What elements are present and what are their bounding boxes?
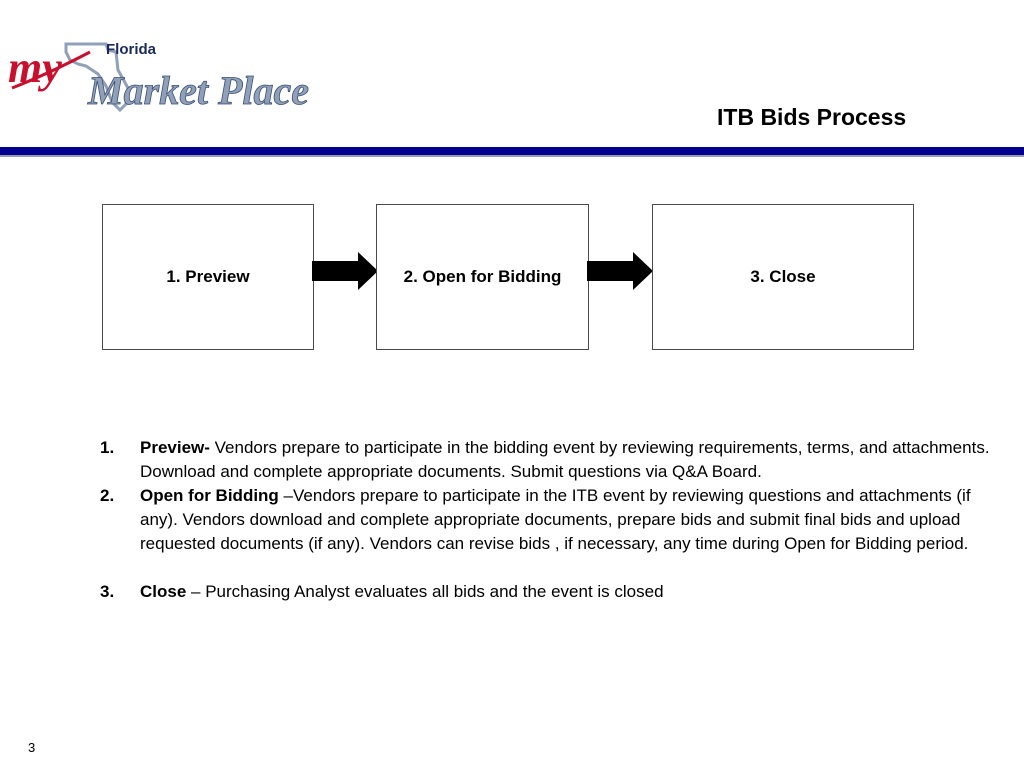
step-box-preview: 1. Preview (102, 204, 314, 350)
description-term: Open for Bidding (140, 486, 279, 505)
right-arrow-icon (587, 252, 653, 290)
step-description-open-for-bidding: 2. Open for Bidding –Vendors prepare to … (100, 484, 990, 556)
description-text: –Vendors prepare to participate in the I… (140, 486, 971, 553)
right-arrow-icon (312, 252, 378, 290)
page-number: 3 (28, 740, 36, 755)
slide-title: ITB Bids Process (717, 104, 907, 130)
step-description-preview: 1. Preview- Vendors prepare to participa… (100, 436, 990, 484)
step-box-close: 3. Close (652, 204, 914, 350)
list-number: 3. (100, 582, 115, 601)
header-divider (0, 147, 1024, 155)
list-number: 1. (100, 438, 115, 457)
step-description-close: 3. Close – Purchasing Analyst evaluates … (100, 580, 990, 604)
step-label-preview: 1. Preview (166, 267, 250, 286)
description-term: Preview- (140, 438, 210, 457)
description-term: Close (140, 582, 187, 601)
logo-market-place: Market Place (87, 68, 309, 113)
step-label-close: 3. Close (750, 267, 816, 286)
step-box-open-for-bidding: 2. Open for Bidding (376, 204, 589, 350)
description-text: – Purchasing Analyst evaluates all bids … (186, 582, 664, 601)
step-label-open-for-bidding: 2. Open for Bidding (403, 267, 562, 286)
logo-my: my (8, 43, 62, 92)
header-divider-shadow (0, 155, 1024, 157)
myflorida-marketplace-logo: my Florida Market Place (8, 41, 309, 113)
list-number: 2. (100, 486, 115, 505)
step-description-list: 1. Preview- Vendors prepare to participa… (100, 436, 990, 604)
description-text: Vendors prepare to participate in the bi… (140, 438, 990, 481)
florida-state-icon (64, 42, 130, 113)
logo-florida: Florida (106, 41, 157, 58)
